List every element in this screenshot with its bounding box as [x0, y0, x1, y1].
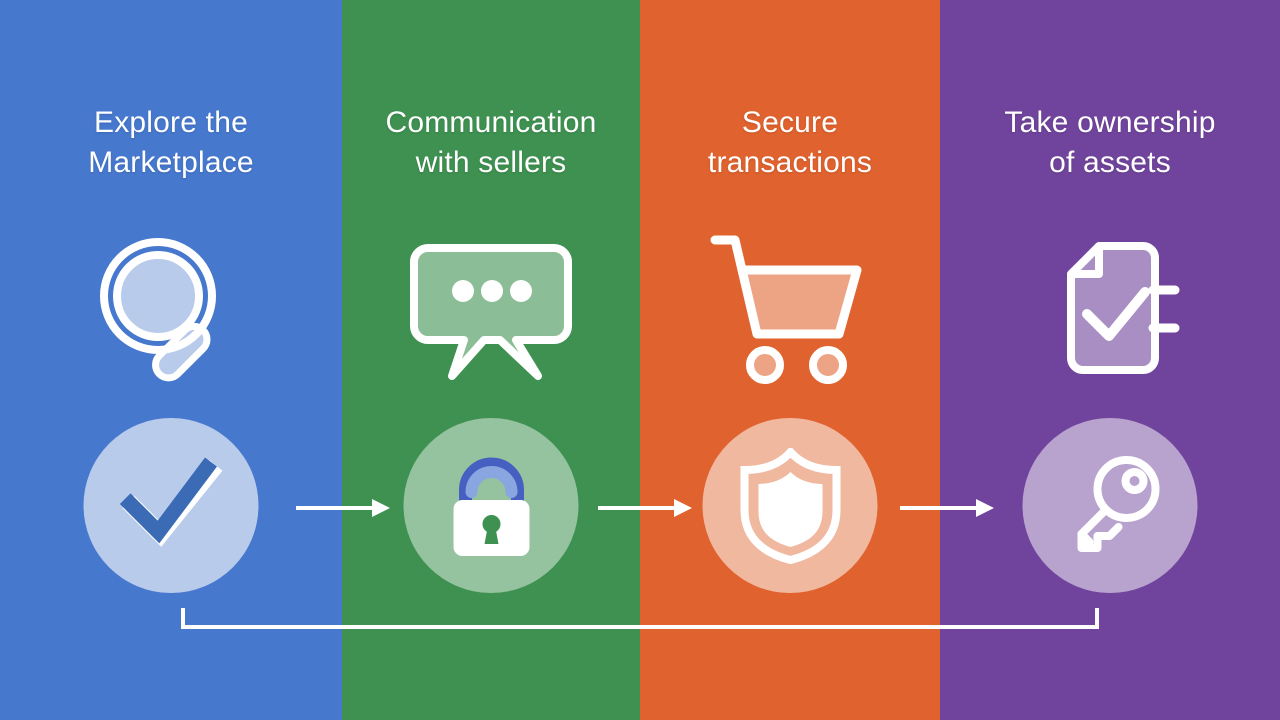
key-circle-icon	[1022, 418, 1198, 593]
heading-line-2: transactions	[707, 146, 873, 179]
column-communication-with-sellers: Communication with sellers	[342, 0, 640, 720]
column-secure-transactions: Secure transactions	[640, 0, 940, 720]
arrow-right-icon	[294, 497, 394, 519]
chat-bubble-icon	[406, 228, 576, 393]
padlock-circle-icon	[403, 418, 579, 593]
column-take-ownership-of-assets: Take ownership of assets	[940, 0, 1280, 720]
shield-circle-icon	[702, 418, 878, 593]
heading-line-1: Explore the	[94, 106, 248, 139]
magnifying-glass-icon	[86, 228, 256, 393]
column-heading-explore-marketplace: Explore the Marketplace	[0, 103, 342, 183]
column-heading-take-ownership-of-assets: Take ownership of assets	[940, 103, 1280, 183]
document-check-icon	[1025, 228, 1195, 393]
heading-line-2: with sellers	[415, 146, 567, 179]
shopping-cart-icon	[705, 228, 875, 393]
heading-line-1: Secure	[741, 106, 839, 139]
heading-line-1: Communication	[385, 106, 597, 139]
heading-line-1: Take ownership	[1004, 106, 1216, 139]
column-explore-marketplace: Explore the Marketplace	[0, 0, 342, 720]
column-heading-communication-with-sellers: Communication with sellers	[342, 103, 640, 183]
heading-line-2: of assets	[1049, 146, 1171, 179]
heading-line-2: Marketplace	[88, 146, 254, 179]
column-heading-secure-transactions: Secure transactions	[640, 103, 940, 183]
flow-bracket-connector	[180, 605, 1100, 635]
arrow-right-icon	[596, 497, 696, 519]
arrow-right-icon	[898, 497, 998, 519]
checkmark-circle-icon	[83, 418, 259, 593]
